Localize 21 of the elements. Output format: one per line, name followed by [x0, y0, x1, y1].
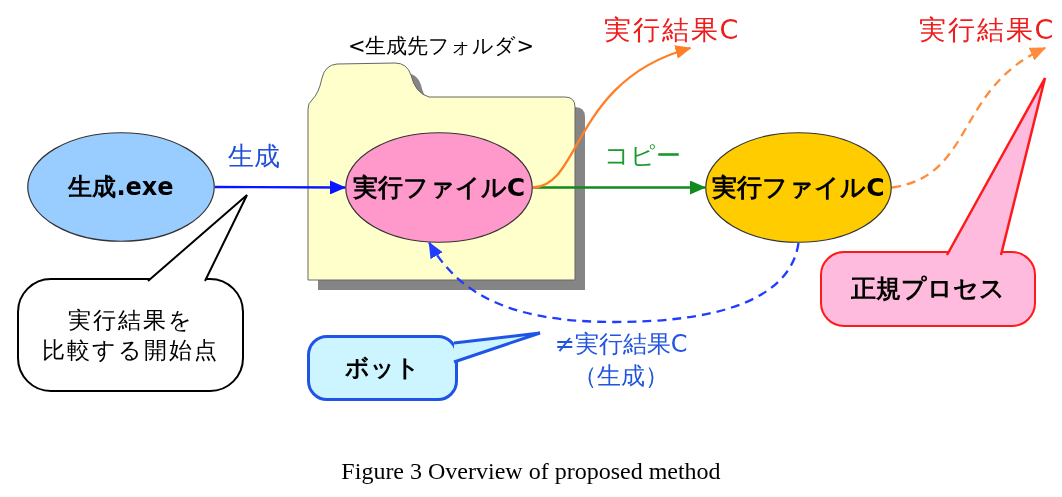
program-ellipse [27, 132, 215, 242]
dashed-arrow [891, 47, 1047, 189]
dashed-arrow [428, 241, 800, 324]
edge-label: 生成 [228, 140, 280, 172]
node-label: 生成.exe [68, 172, 174, 202]
arrow [215, 180, 346, 195]
arrow [533, 180, 706, 195]
node-label: 実行ファイルC [712, 172, 885, 203]
result-label: 実行結果C [601, 12, 743, 48]
folder-label: <生成先フォルダ> [347, 33, 535, 59]
result-label: 実行結果C [916, 12, 1058, 48]
speech-bubble [307, 335, 458, 401]
arrow [532, 46, 692, 189]
file-ellipse [705, 132, 892, 243]
bubble-text: 正規プロセス [851, 274, 1005, 304]
file-ellipse [345, 132, 533, 243]
bubble-text: 実行結果を比較する開始点 [41, 306, 220, 365]
node-label: 実行ファイルC [352, 172, 526, 203]
figure-caption: Figure 3 Overview of proposed method [341, 457, 721, 486]
bubble-text: ボット [345, 353, 420, 383]
speech-bubble [820, 251, 1036, 327]
